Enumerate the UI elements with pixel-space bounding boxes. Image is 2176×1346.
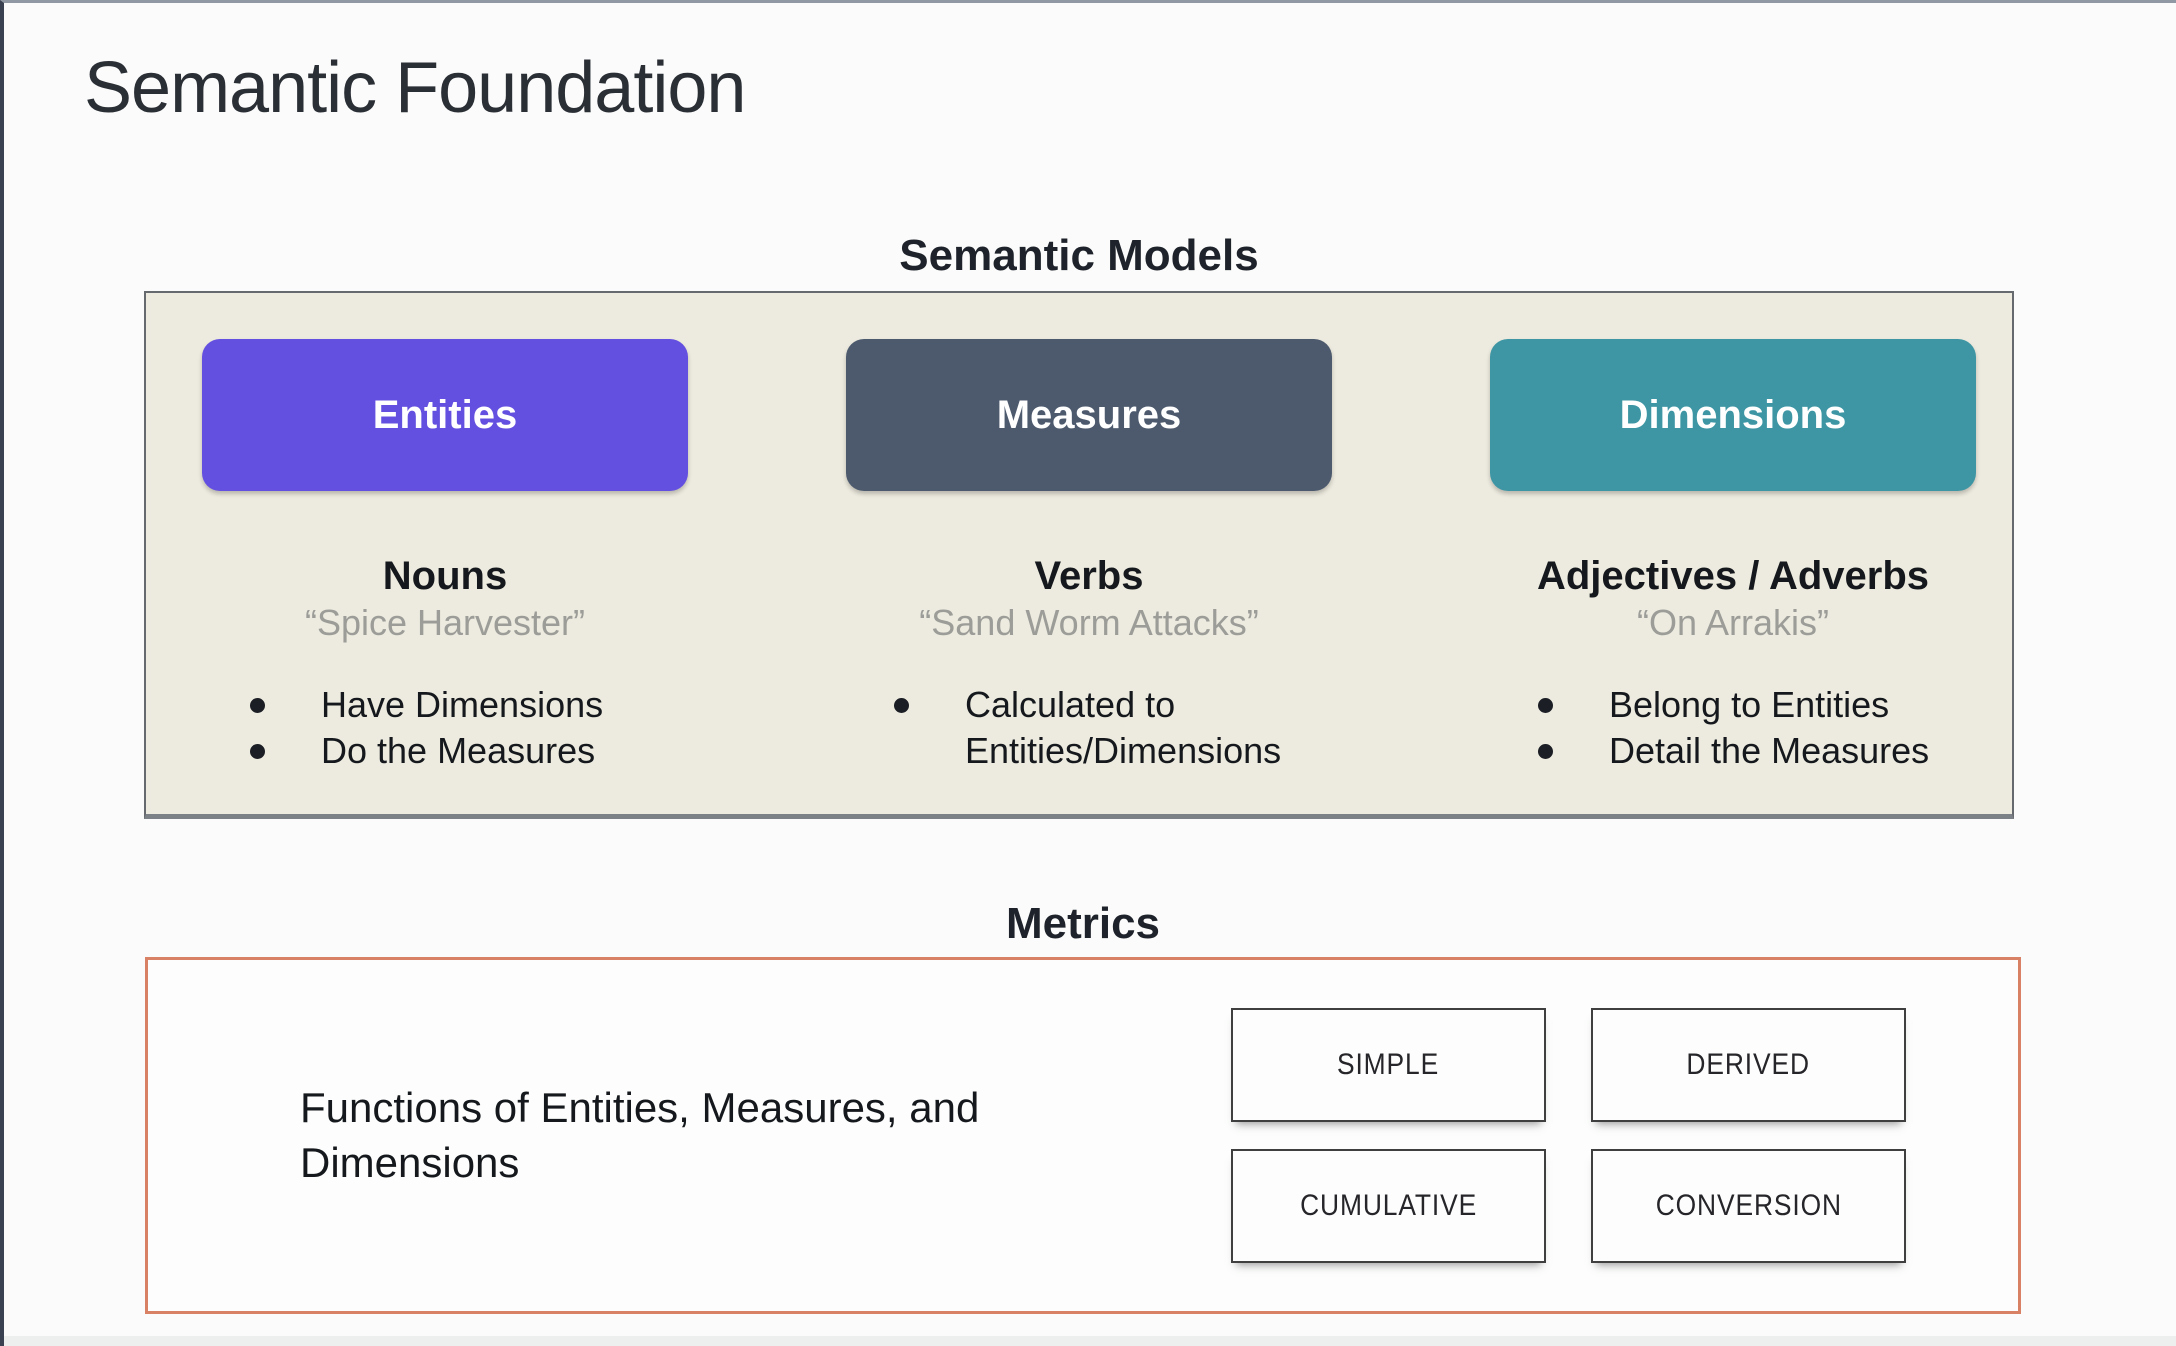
measures-bullet-list: Calculated to Entities/Dimensions <box>846 682 1332 774</box>
metrics-panel: Functions of Entities, Measures, and Dim… <box>145 957 2021 1314</box>
dimensions-word-type: Adjectives / Adverbs <box>1536 554 1929 598</box>
bullet-text: Do the Measures <box>321 730 596 772</box>
slide: Semantic Foundation Semantic Models Enti… <box>4 3 2176 1346</box>
list-item: Have Dimensions <box>250 682 688 728</box>
metric-type-cumulative: CUMULATIVE <box>1231 1149 1546 1263</box>
bullet-dot <box>250 744 265 760</box>
entities-column: Entities Nouns “Spice Harvester” Have Di… <box>202 339 688 774</box>
list-item: Calculated to Entities/Dimensions <box>894 682 1332 774</box>
bullet-text: Calculated to Entities/Dimensions <box>965 684 1282 772</box>
semantic-models-panel: Entities Nouns “Spice Harvester” Have Di… <box>144 291 2014 819</box>
dimensions-example: “On Arrakis” <box>1636 602 1830 643</box>
metric-type-derived: DERIVED <box>1591 1008 1906 1122</box>
entities-bullet-list: Have Dimensions Do the Measures <box>202 682 688 774</box>
list-item: Detail the Measures <box>1538 728 1976 774</box>
measures-pill: Measures <box>846 339 1332 491</box>
entities-example: “Spice Harvester” <box>304 602 586 643</box>
metric-type-simple: SIMPLE <box>1231 1008 1546 1122</box>
metric-type-label: DERIVED <box>1686 1048 1811 1081</box>
dimensions-bullet-list: Belong to Entities Detail the Measures <box>1490 682 1976 774</box>
metrics-section: Metrics Functions of Entities, Measures,… <box>145 899 2021 1314</box>
measures-example: “Sand Worm Attacks” <box>919 602 1259 643</box>
metric-type-label: CUMULATIVE <box>1299 1189 1477 1222</box>
measures-word-type: Verbs <box>1034 554 1144 598</box>
metric-types-grid: SIMPLE DERIVED CUMULATIVE CONVERSION <box>1231 1008 1906 1263</box>
entities-word-type: Nouns <box>382 554 508 598</box>
metric-type-conversion: CONVERSION <box>1591 1149 1906 1263</box>
measures-column: Measures Verbs “Sand Worm Attacks” Calcu… <box>846 339 1332 774</box>
bullet-text: Have Dimensions <box>321 684 604 726</box>
metric-type-label: CONVERSION <box>1655 1189 1842 1222</box>
bullet-dot <box>1538 698 1553 714</box>
semantic-models-section: Semantic Models Entities Nouns “Spice Ha… <box>144 231 2014 819</box>
semantic-models-heading: Semantic Models <box>899 231 1259 280</box>
slide-title: Semantic Foundation <box>84 48 746 128</box>
bullet-dot <box>894 698 909 714</box>
bottom-edge-strip <box>4 1336 2176 1346</box>
list-item: Do the Measures <box>250 728 688 774</box>
model-columns: Entities Nouns “Spice Harvester” Have Di… <box>146 293 2012 774</box>
list-item: Belong to Entities <box>1538 682 1976 728</box>
bullet-dot <box>1538 744 1553 760</box>
dimensions-column: Dimensions Adjectives / Adverbs “On Arra… <box>1490 339 1976 774</box>
metrics-heading: Metrics <box>1005 899 1161 948</box>
bullet-text: Belong to Entities <box>1609 684 1890 726</box>
bullet-text: Detail the Measures <box>1609 730 1930 772</box>
metrics-description: Functions of Entities, Measures, and Dim… <box>300 1083 980 1186</box>
dimensions-pill: Dimensions <box>1490 339 1976 491</box>
entities-pill: Entities <box>202 339 688 491</box>
bullet-dot <box>250 698 265 714</box>
metric-type-label: SIMPLE <box>1337 1048 1440 1081</box>
